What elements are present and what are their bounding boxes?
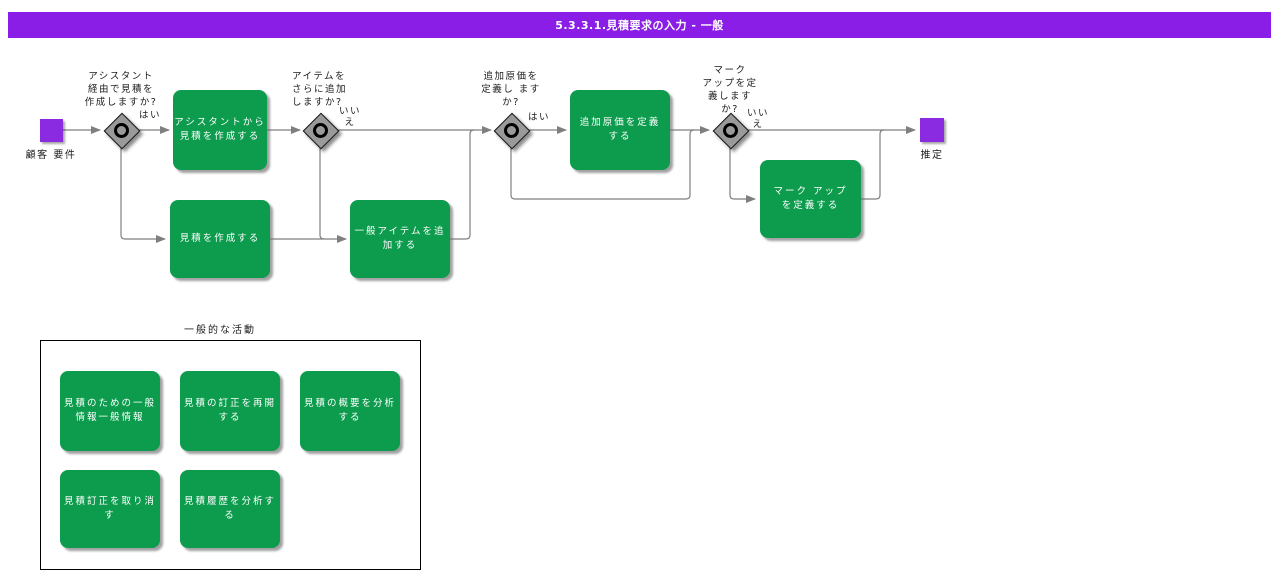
start-event-label: 顧客 要件 [25, 150, 77, 161]
activity-cancel-correction[interactable]: 見積訂正を取り消 す [60, 470, 160, 548]
activity-reopen-correction[interactable]: 見積の訂正を再開 する [180, 371, 280, 451]
gateway-assistant[interactable] [103, 112, 141, 150]
gateway-circle-icon [504, 123, 519, 138]
task-define-markup[interactable]: マーク アップ を定義する [760, 160, 861, 238]
activity-analyze-history[interactable]: 見積履歴を分析す る [180, 470, 280, 548]
gateway-more-items[interactable] [302, 112, 340, 150]
branch-label-no-4: いい え [746, 108, 769, 130]
branch-label-no-2: いい え [338, 106, 361, 128]
branch-label-yes-1: はい [138, 110, 161, 121]
activity-general-info[interactable]: 見積のための一般 情報一般情報 [60, 371, 160, 451]
page-title: 5.3.3.1.見積要求の入力 - 一般 [8, 12, 1271, 38]
end-event-square[interactable] [920, 118, 944, 142]
task-define-additional-cost[interactable]: 追加原価を定義 する [570, 90, 670, 170]
end-event-label: 推定 [920, 150, 944, 161]
task-add-general-items[interactable]: 一般アイテムを追 加する [350, 200, 450, 278]
start-event-square[interactable] [40, 119, 63, 142]
branch-label-yes-3: はい [527, 112, 550, 123]
decision-label-assistant: アシスタント 経由で見積を 作成しますか? [84, 71, 158, 108]
gateway-markup[interactable] [712, 112, 750, 150]
decision-label-more-items: アイテムを さらに追加 しますか? [292, 71, 348, 108]
gateway-additional-cost[interactable] [493, 112, 531, 150]
gateway-circle-icon [114, 123, 129, 138]
gateway-circle-icon [723, 123, 738, 138]
task-create-quote-from-assistant[interactable]: アシスタントから 見積を作成する [173, 90, 267, 170]
general-activities-title: 一般的な活動 [184, 325, 256, 336]
decision-label-markup: マーク アップを定 義します か? [702, 65, 758, 115]
task-create-quote[interactable]: 見積を作成する [170, 200, 270, 278]
decision-label-additional-cost: 追加原価を 定義し ます か? [481, 71, 541, 108]
gateway-circle-icon [313, 123, 328, 138]
activity-analyze-summary[interactable]: 見積の概要を分析 する [300, 371, 400, 451]
